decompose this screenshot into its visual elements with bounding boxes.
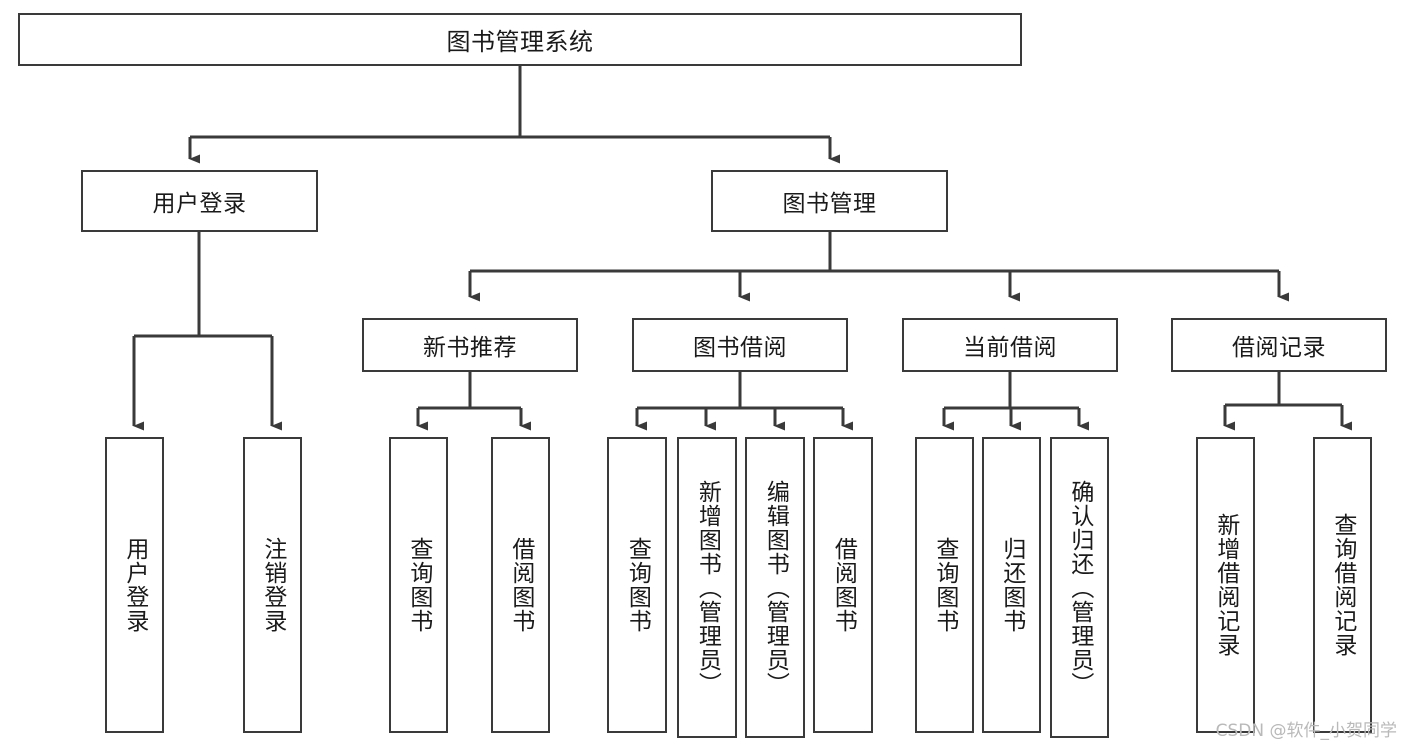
node-leaf-query-book-borrow[interactable]: 查询图书 (607, 437, 667, 733)
node-leaf-query-book-current[interactable]: 查询图书 (915, 437, 974, 733)
node-user-login-label: 用户登录 (152, 191, 247, 217)
node-current-borrow[interactable]: 当前借阅 (902, 318, 1118, 372)
node-root-label: 图书管理系统 (446, 28, 594, 56)
node-leaf-confirm-return[interactable]: 确认归还（管理员） (1050, 437, 1109, 738)
node-leaf-return-book-label: 归还图书 (998, 537, 1025, 633)
node-leaf-logout-label: 注销登录 (259, 537, 286, 633)
node-leaf-add-book[interactable]: 新增图书（管理员） (677, 437, 737, 738)
node-leaf-add-record[interactable]: 新增借阅记录 (1196, 437, 1255, 733)
node-leaf-edit-book[interactable]: 编辑图书（管理员） (745, 437, 805, 738)
node-borrow-record-label: 借阅记录 (1232, 335, 1326, 361)
node-new-book-recommend[interactable]: 新书推荐 (362, 318, 578, 372)
node-leaf-borrow-book[interactable]: 借阅图书 (813, 437, 873, 733)
node-leaf-query-book-current-label: 查询图书 (931, 537, 958, 633)
node-leaf-logout[interactable]: 注销登录 (243, 437, 302, 733)
node-current-borrow-label: 当前借阅 (963, 335, 1057, 361)
node-leaf-query-record-label: 查询借阅记录 (1329, 513, 1356, 657)
node-leaf-query-book-borrow-label: 查询图书 (624, 537, 651, 633)
node-book-borrow-label: 图书借阅 (693, 335, 787, 361)
node-leaf-query-book-rec-label: 查询图书 (405, 537, 432, 633)
node-user-login[interactable]: 用户登录 (81, 170, 318, 232)
node-new-book-recommend-label: 新书推荐 (423, 335, 517, 361)
node-leaf-confirm-return-label: 确认归还（管理员） (1066, 479, 1093, 696)
node-leaf-add-book-label: 新增图书（管理员） (694, 479, 721, 696)
node-leaf-borrow-book-rec[interactable]: 借阅图书 (491, 437, 550, 733)
node-leaf-user-login[interactable]: 用户登录 (105, 437, 164, 733)
node-book-borrow[interactable]: 图书借阅 (632, 318, 848, 372)
node-leaf-borrow-book-label: 借阅图书 (830, 537, 857, 633)
node-book-management[interactable]: 图书管理 (711, 170, 948, 232)
node-leaf-return-book[interactable]: 归还图书 (982, 437, 1041, 733)
node-root[interactable]: 图书管理系统 (18, 13, 1022, 66)
node-leaf-add-record-label: 新增借阅记录 (1212, 513, 1239, 657)
node-borrow-record[interactable]: 借阅记录 (1171, 318, 1387, 372)
node-leaf-user-login-label: 用户登录 (121, 537, 148, 633)
node-leaf-edit-book-label: 编辑图书（管理员） (762, 479, 789, 696)
node-book-management-label: 图书管理 (782, 191, 877, 217)
node-leaf-borrow-book-rec-label: 借阅图书 (507, 537, 534, 633)
node-leaf-query-book-rec[interactable]: 查询图书 (389, 437, 448, 733)
node-leaf-query-record[interactable]: 查询借阅记录 (1313, 437, 1372, 733)
watermark-text: CSDN @软件_小贺同学 (1215, 721, 1397, 741)
